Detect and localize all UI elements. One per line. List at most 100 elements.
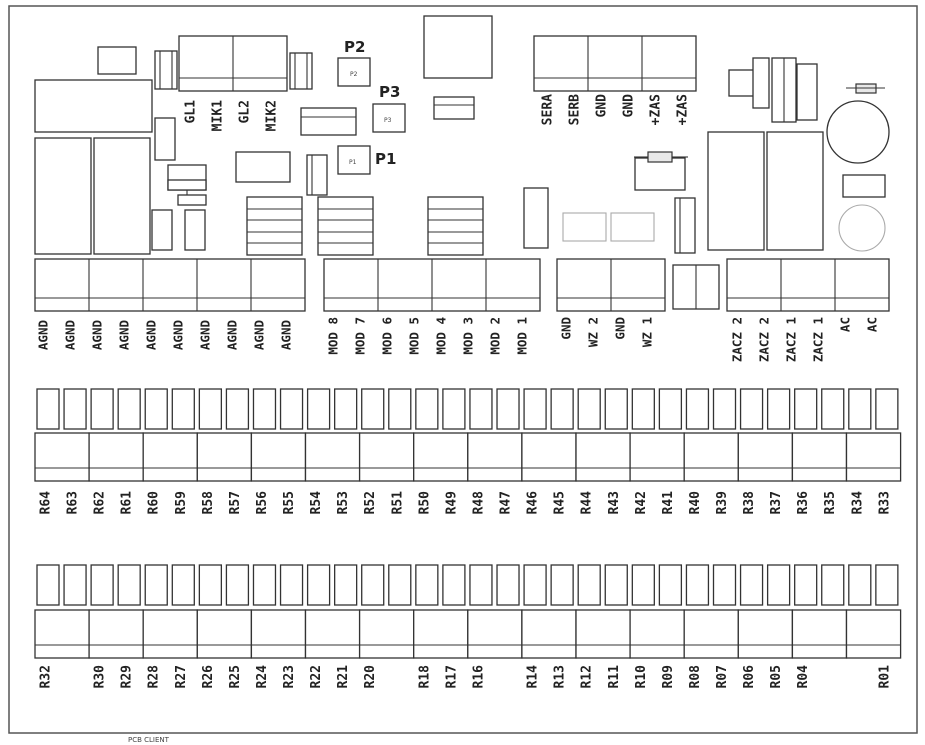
relay-label: R06 <box>742 665 757 689</box>
header-label-top-right: +ZAS <box>649 94 664 125</box>
relay-label: R28 <box>147 665 162 689</box>
header-label-top-right: SERB <box>568 94 583 125</box>
relay-body <box>196 609 253 659</box>
relay-label: R27 <box>174 665 189 688</box>
terminal-label-zacz: ZACZ 2 <box>757 317 772 362</box>
relay-label: R22 <box>309 665 324 688</box>
relay-label: R46 <box>526 491 541 515</box>
relay-label: R14 <box>526 665 541 689</box>
header-label-top-left: GL1 <box>184 100 199 124</box>
relay-body <box>845 432 902 482</box>
relay-cap <box>550 564 574 606</box>
relay-cap <box>117 564 141 606</box>
relay-label: R52 <box>363 491 378 514</box>
relay-label: R12 <box>580 665 595 688</box>
relay-label: R16 <box>471 665 486 689</box>
relay-label: R38 <box>742 491 757 515</box>
relay-body <box>575 432 631 482</box>
terminal-label-zacz: AC <box>865 317 880 332</box>
footer-text: PCB CLIENT <box>128 736 170 744</box>
terminal-label-mod: MOD 2 <box>488 317 503 355</box>
relay-cap <box>523 388 547 430</box>
relay-cap <box>821 388 845 430</box>
relay-cap <box>306 388 331 430</box>
relay-body <box>34 609 90 659</box>
relay-body <box>196 432 253 482</box>
relay-cap <box>685 388 710 430</box>
terminal-label-agnd: AGND <box>117 320 132 350</box>
relay-label: R07 <box>715 665 730 688</box>
relay-label: R20 <box>363 665 378 689</box>
relay-cap <box>496 564 520 606</box>
relay-cap <box>469 388 493 430</box>
relay-cap <box>279 388 304 430</box>
relay-label: R21 <box>336 665 351 689</box>
relay-label: R44 <box>580 491 595 515</box>
terminal-label-wz: GND <box>613 317 628 340</box>
header-label-top-left: MIK2 <box>265 100 280 131</box>
pot-p1-mark: P1 <box>349 159 357 166</box>
terminal-label-mod: MOD 1 <box>515 317 530 355</box>
relay-cap <box>712 564 737 606</box>
relay-body <box>683 609 739 659</box>
terminal-label-wz: GND <box>559 317 574 340</box>
relay-label: R05 <box>769 665 784 688</box>
relay-label: R25 <box>228 665 243 688</box>
header-label-top-right: +ZAS <box>676 94 691 125</box>
pot-p2-label: P2 <box>344 38 365 56</box>
relay-label: R13 <box>553 665 568 688</box>
relay-cap <box>631 388 655 430</box>
relay-cap <box>739 388 764 430</box>
relay-cap <box>875 564 899 606</box>
relay-cap <box>739 564 764 606</box>
relay-blocks <box>34 388 902 659</box>
relay-label: R51 <box>390 491 405 515</box>
relay-label: R54 <box>309 491 324 515</box>
relay-body <box>142 432 198 482</box>
relay-cap <box>63 388 87 430</box>
relay-cap <box>225 564 250 606</box>
relay-label: R59 <box>174 491 189 514</box>
relay-body <box>629 609 685 659</box>
relay-cap <box>794 388 818 430</box>
relay-label: R61 <box>120 491 135 515</box>
terminal-label-mod: MOD 4 <box>434 317 449 355</box>
relay-label: R08 <box>688 665 703 689</box>
relay-cap <box>171 388 195 430</box>
terminal-label-agnd: AGND <box>171 320 186 350</box>
relay-cap <box>604 388 628 430</box>
relay-cap <box>712 388 737 430</box>
terminal-label-agnd: AGND <box>144 320 159 350</box>
relay-label: R26 <box>201 665 216 689</box>
relay-label: R47 <box>499 491 514 514</box>
relay-cap <box>198 564 223 606</box>
terminal-row-1 <box>34 258 890 312</box>
relay-label: R18 <box>417 665 432 689</box>
relay-cap <box>306 564 331 606</box>
relay-cap <box>766 388 791 430</box>
relay-label: R45 <box>553 491 568 514</box>
terminal-label-mod: MOD 7 <box>353 317 368 355</box>
relay-cap <box>334 564 358 606</box>
relay-label: R32 <box>39 665 54 688</box>
terminal-label-agnd: AGND <box>63 320 78 350</box>
pot-p3-label: P3 <box>379 83 400 101</box>
relay-body <box>737 432 794 482</box>
relay-cap <box>334 388 358 430</box>
relay-cap <box>361 388 385 430</box>
relay-body <box>304 609 361 659</box>
relay-cap <box>361 564 385 606</box>
relay-label: R49 <box>444 491 459 514</box>
relay-label: R35 <box>823 491 838 514</box>
center-top-components <box>423 15 655 249</box>
relay-label: R50 <box>417 491 432 515</box>
relay-label: R04 <box>796 665 811 689</box>
relay-cap <box>848 388 872 430</box>
relay-body <box>467 432 523 482</box>
relay-body <box>88 432 144 482</box>
relay-label: R40 <box>688 491 703 515</box>
pot-p3-mark: P3 <box>384 117 392 124</box>
relay-cap <box>794 564 818 606</box>
relay-body <box>34 432 90 482</box>
